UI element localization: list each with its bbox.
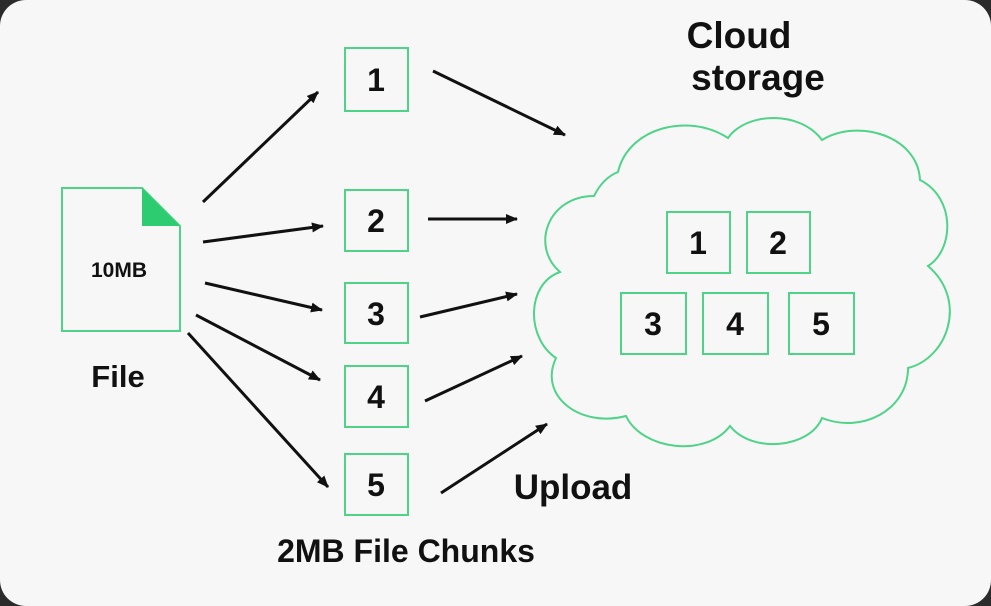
chunk-label-5: 5 [367, 467, 385, 503]
cloud-chunk-label-5: 5 [812, 306, 830, 342]
cloud-shape [533, 117, 951, 448]
file-to-chunk-arrows [186, 90, 330, 489]
arrow-file-to-chunk-3 [204, 281, 323, 313]
arrow-file-to-chunk-5 [186, 331, 330, 489]
cloud-chunk-label-3: 3 [644, 306, 662, 342]
chunks-caption: 2MB File Chunks [277, 533, 535, 569]
file-size-label: 10MB [91, 259, 147, 282]
upload-label: Upload [514, 468, 633, 507]
cloud-chunk-label-2: 2 [769, 225, 787, 261]
cloud-chunk-label-4: 4 [726, 306, 744, 342]
chunk-box-1 [344, 47, 409, 112]
file-caption: File [91, 359, 144, 394]
arrow-chunk-1-to-cloud [432, 69, 566, 137]
cloud-chunk-box-2 [746, 211, 811, 274]
cloud-chunk-box-4 [702, 292, 769, 355]
cloud-chunk-box-5 [788, 292, 855, 355]
chunk-label-3: 3 [367, 296, 385, 332]
cloud-chunk-box-1 [666, 211, 731, 274]
chunk-to-cloud-arrows [419, 69, 566, 495]
cloud-chunk-label-1: 1 [689, 225, 707, 261]
chunk-label-4: 4 [367, 379, 385, 415]
arrow-chunk-4-to-cloud [424, 354, 523, 403]
chunk-label-1: 1 [367, 62, 385, 98]
chunk-box-4 [344, 365, 409, 428]
chunk-box-2 [344, 189, 409, 252]
chunk-box-3 [344, 282, 409, 344]
arrow-chunk-5-to-cloud [440, 422, 548, 495]
arrow-file-to-chunk-4 [195, 313, 321, 382]
cloud-title-line2: storage [691, 57, 825, 98]
arrow-chunk-3-to-cloud [419, 291, 518, 319]
cloud-title-line1: Cloud [687, 15, 792, 56]
chunk-label-2: 2 [367, 203, 385, 239]
arrow-file-to-chunk-1 [201, 90, 320, 204]
file-icon [61, 187, 181, 332]
cloud-chunk-box-3 [620, 292, 687, 355]
chunk-box-5 [344, 453, 409, 516]
arrow-file-to-chunk-2 [202, 222, 324, 244]
